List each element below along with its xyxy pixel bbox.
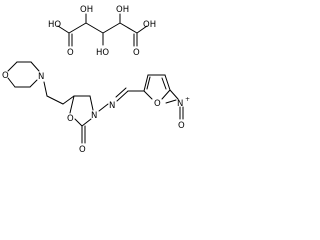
ring-oxygen-label: O xyxy=(67,114,74,124)
bond xyxy=(102,22,121,34)
bond xyxy=(98,103,109,112)
bond xyxy=(43,81,48,97)
bond xyxy=(68,22,87,34)
chemical-structure: OH OH HO OH HO O O O N O N O N xyxy=(2,5,190,155)
hydroxyl-label: OH xyxy=(80,5,93,15)
bond xyxy=(164,74,171,91)
bond xyxy=(7,77,16,88)
hydroxyl-label: OH xyxy=(116,5,129,15)
furan-oxygen-label: O xyxy=(154,99,161,109)
furan-ring: O xyxy=(143,74,171,109)
bond xyxy=(143,74,149,92)
charge-plus-label: + xyxy=(185,96,190,103)
ring-nitrogen-label: N xyxy=(91,111,97,121)
bond xyxy=(116,90,129,102)
bond xyxy=(69,95,75,114)
bond xyxy=(29,79,38,88)
bond xyxy=(74,118,83,127)
bond xyxy=(85,22,104,34)
bond xyxy=(169,89,179,100)
bond xyxy=(57,25,70,34)
bond xyxy=(143,90,153,100)
bond xyxy=(136,25,148,34)
bond xyxy=(89,95,94,111)
carbonyl-oxygen-label: O xyxy=(79,145,86,155)
bond xyxy=(161,77,167,90)
nitro-group: N + O xyxy=(165,89,190,131)
hydroxyl-label: HO xyxy=(48,20,61,30)
hydroxyl-label: HO xyxy=(96,48,109,58)
bond xyxy=(81,118,92,127)
imine-nitrogen-label: N xyxy=(109,101,115,111)
tartaric-acid: OH OH HO OH HO O O xyxy=(48,5,156,58)
bond xyxy=(46,95,64,105)
bond xyxy=(161,89,171,100)
bond xyxy=(62,95,75,105)
morpholine-ring: O N xyxy=(2,61,44,88)
hydroxyl-label: OH xyxy=(143,20,156,30)
bond xyxy=(146,76,151,90)
bond xyxy=(119,22,138,34)
nitrogen-label: N xyxy=(38,72,44,82)
bond xyxy=(30,61,40,72)
carbonyl-oxygen-label: O xyxy=(67,48,74,58)
bond xyxy=(115,87,127,98)
oxygen-label: O xyxy=(2,71,9,81)
nitro-oxygen-label: O xyxy=(178,121,185,131)
nitro-nitrogen-label: N xyxy=(177,99,183,109)
carbonyl-oxygen-label: O xyxy=(133,48,140,58)
bond xyxy=(165,99,177,104)
bond xyxy=(7,61,18,72)
structure-canvas: OH OH HO OH HO O O O N O N O N xyxy=(0,0,192,180)
oxazolidinone-ring: O N O xyxy=(67,95,97,155)
